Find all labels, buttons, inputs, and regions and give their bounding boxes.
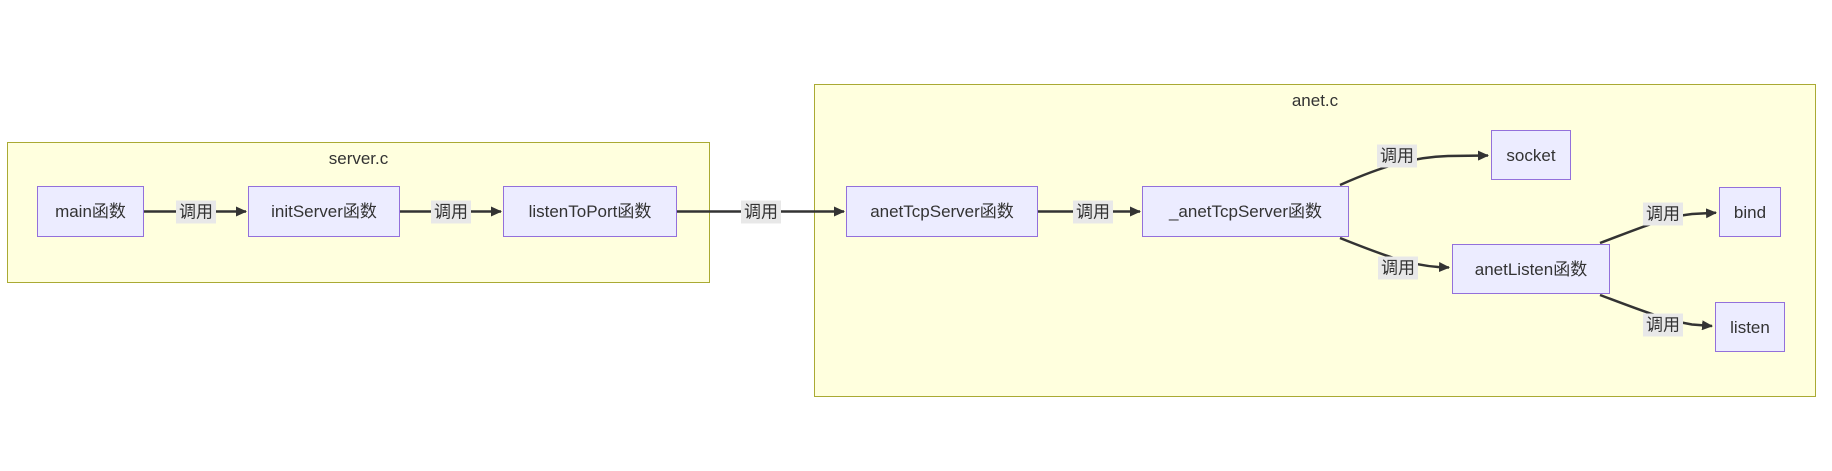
cluster-title-server-c: server.c (328, 149, 389, 168)
node-label-main: main函数 (55, 202, 126, 221)
node-socket: socket (1491, 130, 1571, 180)
node-listenToPort: listenToPort函数 (503, 186, 677, 237)
node-anetListen: anetListen函数 (1452, 244, 1610, 294)
edge-label-initServer-to-listenToPort: 调用 (431, 200, 471, 223)
node-label-anetListen: anetListen函数 (1474, 259, 1588, 279)
node-label-listenToPort: listenToPort函数 (528, 202, 652, 221)
node-initServer: initServer函数 (248, 186, 400, 237)
node-label-socket: socket (1506, 145, 1556, 165)
edge-label-main-to-initServer: 调用 (176, 200, 216, 223)
node-bind: bind (1719, 187, 1781, 237)
node-label-anetTcpServer: anetTcpServer函数 (870, 202, 1014, 221)
node-label-bind: bind (1733, 202, 1767, 222)
cluster-title-anet-c: anet.c (1291, 91, 1339, 110)
edge-label-listenToPort-to-anetTcpServer: 调用 (741, 200, 781, 223)
edge-label-anetListen-to-listen: 调用 (1643, 313, 1683, 337)
edge-label-anetListen-to-bind: 调用 (1643, 202, 1683, 226)
edge-label-anetTcpServer-to-_anetTcpServer: 调用 (1073, 200, 1113, 223)
node-label-_anetTcpServer: _anetTcpServer函数 (1168, 202, 1323, 221)
node-label-listen: listen (1730, 317, 1770, 337)
cluster-anet-c: anet.c (814, 84, 1816, 397)
node-label-initServer: initServer函数 (271, 202, 377, 221)
node-_anetTcpServer: _anetTcpServer函数 (1142, 186, 1349, 237)
node-main: main函数 (37, 186, 144, 237)
edge-label-_anetTcpServer-to-anetListen: 调用 (1378, 256, 1418, 280)
node-anetTcpServer: anetTcpServer函数 (846, 186, 1038, 237)
node-listen: listen (1715, 302, 1785, 352)
edge-label-_anetTcpServer-to-socket: 调用 (1377, 144, 1417, 168)
